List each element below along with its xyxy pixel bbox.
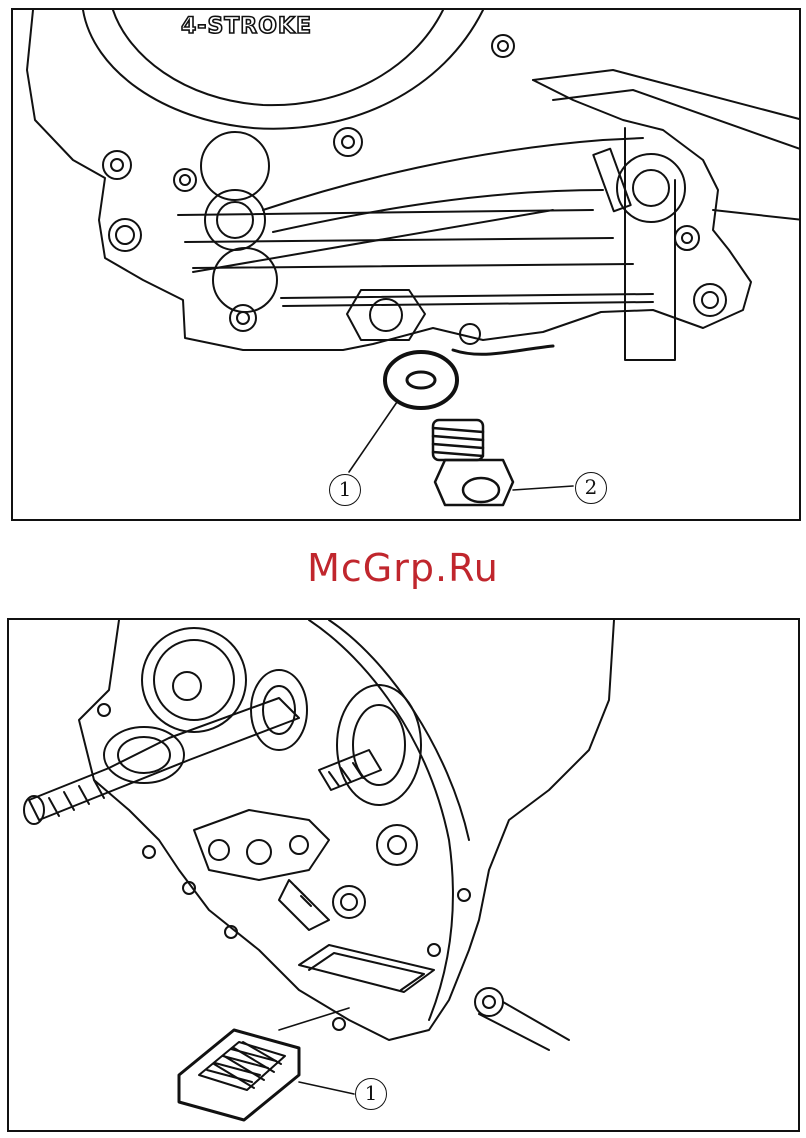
figure-oil-drain-bolt: 4-STROKE 1 2 <box>11 8 801 521</box>
cover-ribs <box>178 210 653 306</box>
engine-crankcase-drawing <box>13 10 801 521</box>
main-shaft <box>24 670 307 824</box>
figure-oil-strainer: 1 <box>7 618 800 1132</box>
counter-shaft <box>319 685 421 805</box>
callout-1: 1 <box>355 1078 387 1110</box>
shift-forks <box>194 810 417 930</box>
drain-plug <box>475 988 569 1050</box>
drain-bolt <box>433 420 513 505</box>
engine-label: 4-STROKE <box>181 14 312 39</box>
oil-strainer-screen <box>179 1030 299 1120</box>
transmission-drawing <box>9 620 800 1132</box>
sealing-washer <box>385 352 457 408</box>
strainer-slot <box>299 945 434 992</box>
callout-1: 1 <box>329 474 361 506</box>
callout-2: 2 <box>575 472 607 504</box>
watermark: McGrp.Ru <box>0 546 806 590</box>
